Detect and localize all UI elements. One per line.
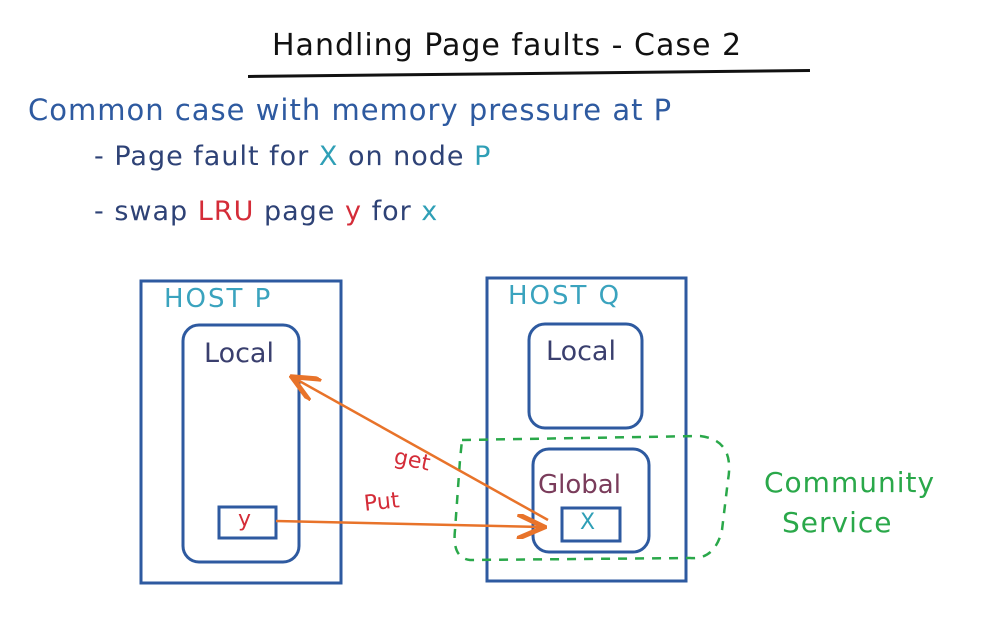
bullet-swap: - swap LRU page y for x [94,196,438,227]
host-p-local-label: Local [204,338,274,369]
bullet2-var-x: x [421,196,439,227]
get-arrow [294,378,549,522]
page-y-label: y [238,507,252,532]
host-q-label: HOST Q [508,281,622,311]
bullet1-text-before: Page fault for [114,141,310,172]
page-title: Handling Page faults - Case 2 [272,28,743,63]
bullet2-text-before: swap [114,196,189,227]
service-label: Service [782,506,893,539]
bullet-dash: - [94,141,105,172]
put-label: Put [362,488,401,517]
host-q-global-label: Global [538,470,621,500]
bullet1-text-middle: on node [347,141,465,172]
host-q-box [485,276,688,583]
host-q-local-label: Local [546,336,616,367]
put-arrow [275,521,542,527]
host-q-local-box [527,322,644,430]
host-q-page-x-box [560,506,622,543]
host-p-label: HOST P [164,284,273,314]
host-q-global-box [531,447,651,554]
host-p-local-box [181,323,301,564]
bullet2-lru: LRU [197,196,255,227]
bullet1-var-x: X [318,141,339,172]
bullet2-text-middle: page [263,196,336,227]
community-label: Community [764,466,936,499]
host-p-box [139,279,343,585]
bullet-page-fault: - Page fault for X on node P [94,141,491,172]
bullet2-text-after: for [371,196,412,227]
bullet2-var-y: y [344,196,362,227]
community-service-region [453,434,731,562]
heading-text: Common case with memory pressure at P [28,93,673,127]
bullet1-node: P [474,141,492,172]
host-p-page-y-box [217,505,278,540]
page-x-label: X [580,510,596,535]
bullet-dash: - [94,196,105,227]
